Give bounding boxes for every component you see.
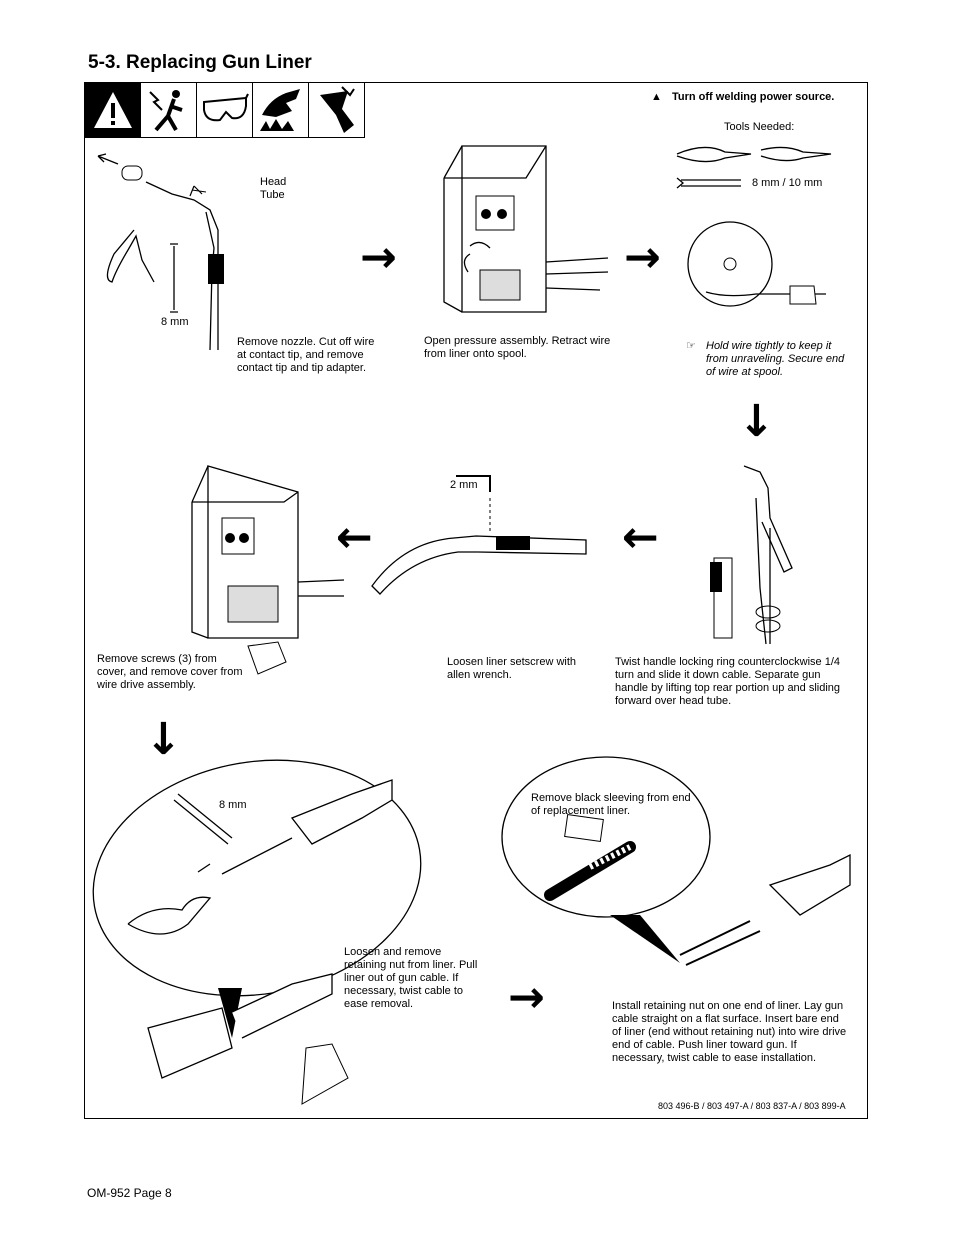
step2-text: Open pressure assembly. Retract wire fro…	[424, 335, 611, 360]
step5-wrench-label: 2 mm	[450, 479, 478, 491]
instruction-frame	[84, 82, 868, 1119]
wrench-size-label: 8 mm / 10 mm	[752, 177, 823, 189]
step3-spool-illustration	[687, 221, 826, 307]
step5-allen-wrench-illustration	[371, 475, 587, 595]
step4-text: Twist handle locking ring counterclockwi…	[615, 656, 841, 707]
part-numbers: 803 496-B / 803 497-A / 803 837-A / 803 …	[658, 1101, 846, 1111]
step2-wire-drive-illustration	[443, 145, 609, 313]
step8-bubble-text: Remove black sleeving from end of replac…	[531, 792, 691, 817]
arrow-left-2: ←	[336, 512, 373, 563]
step5-text: Loosen liner setscrew with allen wrench.	[447, 656, 577, 681]
electric-shock-icon	[141, 83, 197, 137]
step4-gun-handle-illustration	[710, 465, 793, 645]
step7-wrench-label: 8 mm	[219, 799, 247, 811]
step6-text: Remove screws (3) from cover, and remove…	[97, 653, 243, 691]
tools-illustration	[676, 146, 832, 189]
step7-liner-removal-illustration	[92, 759, 422, 1105]
arrow-down-1: ↓	[738, 396, 775, 447]
tools-label: Tools Needed:	[724, 121, 795, 133]
step3-text: Hold wire tightly to keep it from unrave…	[706, 340, 845, 378]
arrow-right-2: →	[624, 232, 661, 283]
page-footer: OM-952 Page 8	[87, 1186, 172, 1200]
step1-gun-disassembly-illustration	[97, 153, 224, 351]
safety-glasses-icon	[197, 83, 253, 137]
warning-note: Turn off welding power source.	[672, 91, 835, 103]
moving-parts-icon	[309, 83, 364, 137]
step1-wrench-label: 8 mm	[161, 316, 189, 328]
page-title: 5-3. Replacing Gun Liner	[88, 52, 312, 73]
safety-icon-strip	[84, 82, 365, 138]
hot-parts-icon	[253, 83, 309, 137]
step1-text: Remove nozzle. Cut off wire at contact t…	[237, 336, 375, 374]
step7-text: Loosen and remove retaining nut from lin…	[344, 946, 478, 1010]
step6-wire-drive-cover-illustration	[191, 465, 345, 675]
step8-text: Install retaining nut on one end of line…	[612, 1000, 847, 1064]
step8-liner-install-illustration	[501, 756, 851, 966]
note-icon: ☞	[686, 340, 696, 352]
arrow-down-2: ↓	[145, 714, 182, 765]
head-tube-label: Head Tube	[260, 176, 287, 201]
warning-icon	[85, 83, 141, 137]
warning-triangle-icon: ▲	[651, 91, 662, 103]
arrow-right-1: →	[360, 232, 397, 283]
arrow-right-3: →	[508, 972, 545, 1023]
arrow-left-1: ←	[622, 512, 659, 563]
